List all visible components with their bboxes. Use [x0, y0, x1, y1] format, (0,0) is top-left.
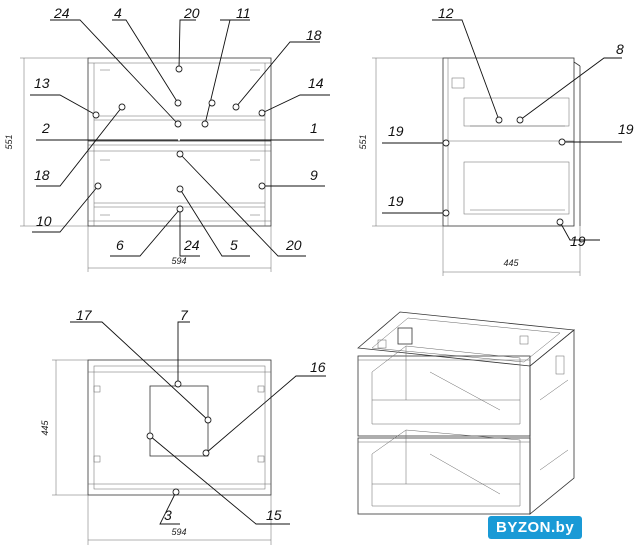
callout-8: 8	[616, 41, 624, 57]
callout-1: 1	[310, 120, 318, 136]
top-callout-labels: 17 7 16 3 15	[76, 307, 326, 523]
callout-15: 15	[266, 507, 282, 523]
callout-14: 14	[308, 75, 324, 91]
callout-17: 17	[76, 307, 93, 323]
callout-19-d: 19	[570, 233, 586, 249]
top-view: 445 594	[40, 359, 272, 545]
top-leaders	[70, 321, 326, 525]
byzon-logo: BYZON.by	[488, 516, 583, 539]
callout-19-b: 19	[618, 121, 634, 137]
callout-9: 9	[310, 167, 318, 183]
callout-18-top: 18	[306, 27, 322, 43]
dim-front-height: 551	[4, 134, 14, 149]
side-outline	[442, 57, 575, 227]
callout-18-bottom: 18	[34, 167, 50, 183]
side-hardware-points	[442, 116, 566, 226]
callout-10: 10	[36, 213, 52, 229]
callout-16: 16	[310, 359, 326, 375]
side-view: 551 445	[358, 57, 581, 276]
callout-4: 4	[114, 5, 122, 21]
callout-19-a: 19	[388, 123, 404, 139]
callout-5: 5	[230, 237, 238, 253]
front-view: 551 594	[4, 57, 272, 272]
top-cutout	[149, 385, 209, 457]
front-callout-labels: 24 4 20 11 18 13 14 2 1 18 9 10 6 24 5 2…	[34, 5, 324, 253]
top-outline	[87, 359, 272, 496]
callout-7: 7	[180, 307, 189, 323]
callout-12: 12	[438, 5, 454, 21]
iso-drawer-top	[357, 355, 531, 437]
callout-20-bottom: 20	[285, 237, 302, 253]
side-callout-labels: 12 8 19 19 19 19	[388, 5, 634, 249]
dim-side-height: 551	[358, 134, 368, 149]
side-leaders	[382, 19, 622, 241]
callout-2: 2	[41, 120, 50, 136]
dim-front-width: 594	[171, 256, 186, 266]
front-outline	[87, 57, 272, 227]
dim-side-depth: 445	[503, 258, 519, 268]
callout-24-bottom: 24	[183, 237, 200, 253]
dim-top-width: 594	[171, 527, 186, 537]
front-leaders	[30, 19, 330, 257]
callout-20-top: 20	[183, 5, 200, 21]
front-hardware-points	[92, 65, 266, 213]
callout-3: 3	[164, 507, 172, 523]
callout-11: 11	[236, 5, 251, 21]
dim-top-depth: 445	[40, 420, 50, 436]
isometric-view	[357, 311, 575, 515]
callout-6: 6	[116, 237, 124, 253]
callout-13: 13	[34, 75, 50, 91]
callout-19-c: 19	[388, 193, 404, 209]
callout-24-top: 24	[53, 5, 70, 21]
iso-drawer-bottom	[357, 437, 531, 515]
top-hardware-points	[146, 380, 212, 496]
